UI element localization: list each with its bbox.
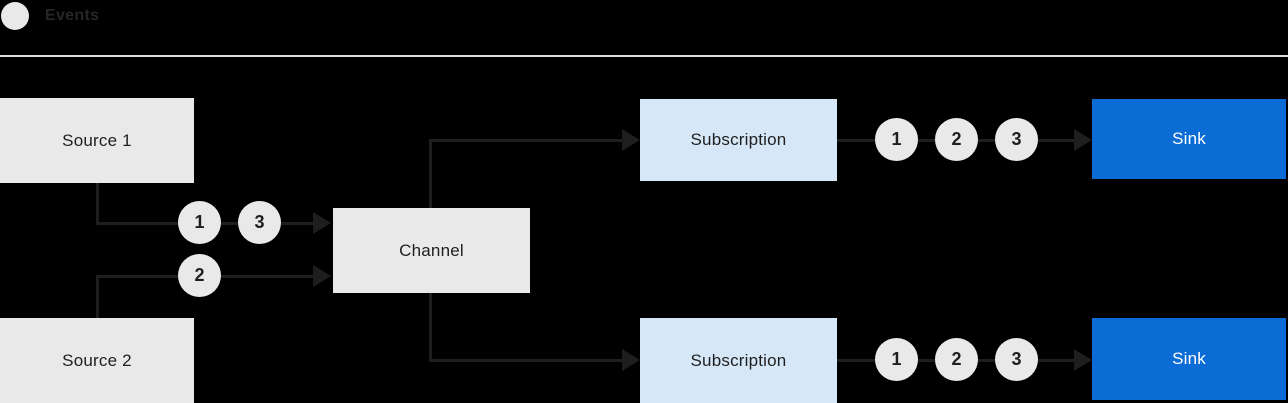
arrowhead-icon [622,129,640,151]
event-legend-icon [1,2,29,30]
connector-channel-down-vertical [429,291,432,361]
event-badge-3: 3 [995,338,1038,381]
connector-channel-to-subscription-top [429,139,622,142]
arrowhead-icon [1074,129,1092,151]
node-subscription-bottom: Subscription [640,318,837,403]
event-badge-2: 2 [935,118,978,161]
arrowhead-icon [313,265,331,287]
node-source-2: Source 2 [0,318,194,403]
divider [0,55,1288,57]
arrowhead-icon [313,212,331,234]
legend-label: Events [45,7,100,24]
connector-source1-vertical [96,183,99,223]
connector-channel-up-vertical [429,140,432,208]
event-badge-1: 1 [875,118,918,161]
node-source-1: Source 1 [0,98,194,183]
event-badge-3: 3 [995,118,1038,161]
node-channel: Channel [333,208,530,293]
arrowhead-icon [1074,349,1092,371]
event-badge-1: 1 [875,338,918,381]
node-sink-top: Sink [1092,99,1286,179]
node-sink-bottom: Sink [1092,318,1286,400]
connector-source2-vertical [96,276,99,318]
event-badge-2: 2 [935,338,978,381]
connector-channel-to-subscription-bottom [429,359,622,362]
event-badge-3: 3 [238,201,281,244]
node-subscription-top: Subscription [640,99,837,181]
event-badge-1: 1 [178,201,221,244]
arrowhead-icon [622,349,640,371]
event-badge-2: 2 [178,254,221,297]
